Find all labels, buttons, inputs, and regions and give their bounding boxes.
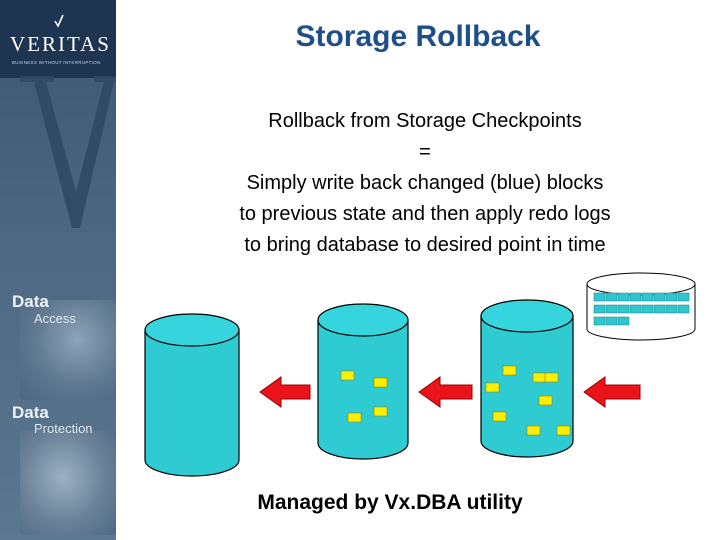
changed-block <box>544 372 559 383</box>
section-label-data-protection: Data <box>12 403 49 422</box>
section-sublabel-protection: Protection <box>34 421 93 436</box>
body-line-5: to bring database to desired point in ti… <box>244 234 606 256</box>
arrow-left-icon <box>418 376 473 408</box>
section-sublabel-access: Access <box>34 311 76 326</box>
changed-block <box>347 412 362 423</box>
changed-block <box>526 425 541 436</box>
changed-block <box>532 372 547 383</box>
logo-tagline: BUSINESS WITHOUT INTERRUPTION <box>12 60 101 65</box>
changed-block <box>485 382 500 393</box>
photo-data-protection <box>20 430 116 535</box>
cylinder-checkpoint <box>317 303 409 460</box>
body-line-4: to previous state and then apply redo lo… <box>239 203 611 225</box>
redo-log-cylinder <box>586 272 696 341</box>
redo-log-cells <box>593 292 690 326</box>
cylinder-current <box>480 299 574 458</box>
changed-block <box>556 425 571 436</box>
slide-body: Rollback from Storage Checkpoints = Simp… <box>130 106 720 261</box>
photo-data-access <box>20 300 116 400</box>
changed-block <box>492 411 507 422</box>
changed-block <box>340 370 355 381</box>
sidebar: VERITAS BUSINESS WITHOUT INTERRUPTION Da… <box>0 0 116 540</box>
changed-block <box>502 365 517 376</box>
changed-block <box>373 406 388 417</box>
section-label-data-access: Data <box>12 292 49 311</box>
slide-title: Storage Rollback <box>295 20 541 53</box>
logo-wordmark: VERITAS <box>10 32 111 56</box>
changed-block <box>538 395 553 406</box>
changed-block <box>373 377 388 388</box>
veritas-logo: VERITAS BUSINESS WITHOUT INTERRUPTION <box>0 0 116 78</box>
big-v-watermark-icon <box>20 76 116 228</box>
body-line-1: Rollback from Storage Checkpoints <box>268 110 582 132</box>
arrow-left-icon <box>259 376 311 408</box>
logo-check-icon <box>54 14 64 28</box>
arrow-left-icon <box>583 376 641 408</box>
cylinder-restored <box>144 313 240 477</box>
body-line-2: = <box>419 141 431 163</box>
footer-caption: Managed by Vx.DBA utility <box>257 491 523 514</box>
body-line-3: Simply write back changed (blue) blocks <box>246 172 604 194</box>
